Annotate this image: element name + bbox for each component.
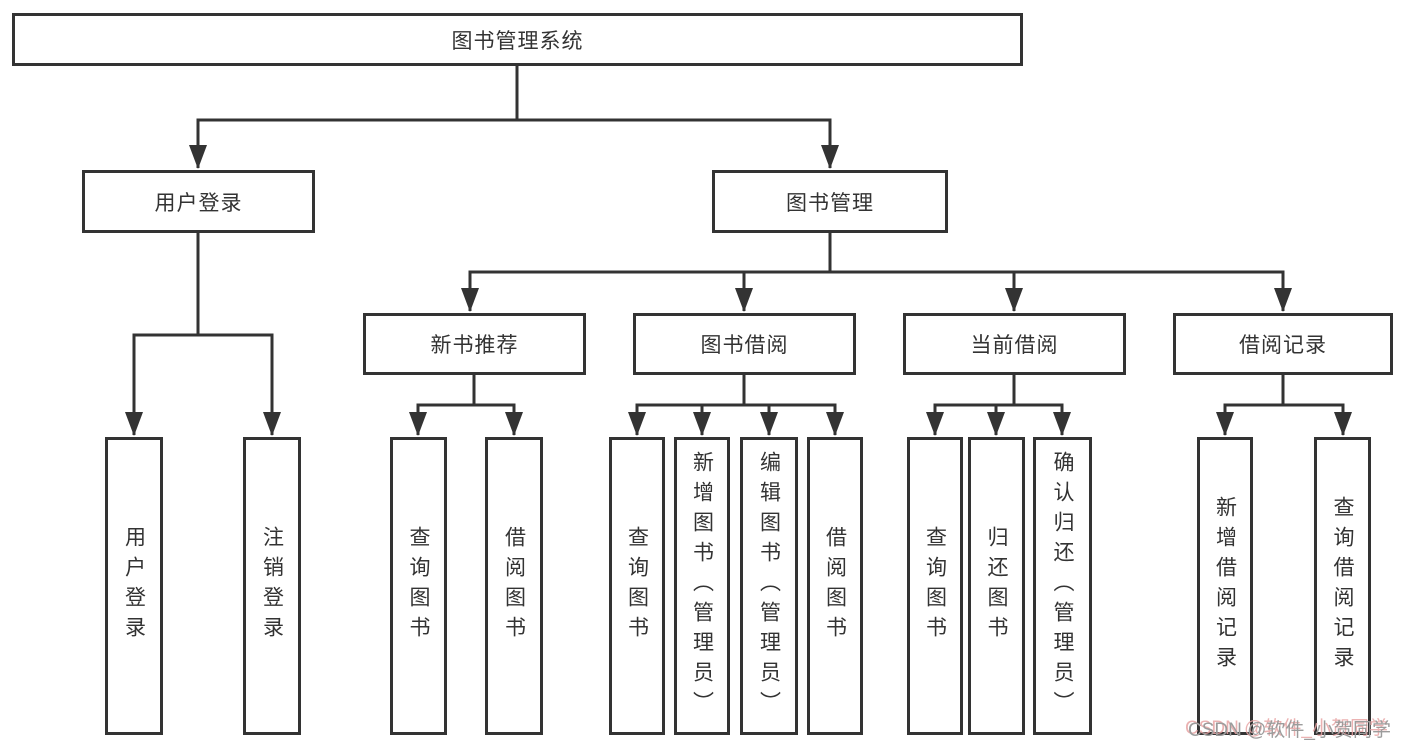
leaf-edit-books-admin: 编辑图书（管理员） <box>740 437 798 735</box>
leaf-add-books-admin: 新增图书（管理员） <box>674 437 730 735</box>
leaf-user-login: 用户登录 <box>105 437 163 735</box>
node-current-borrowing: 当前借阅 <box>903 313 1126 375</box>
leaf-borrow-books-borrowing: 借阅图书 <box>807 437 863 735</box>
node-book-borrowing: 图书借阅 <box>633 313 856 375</box>
node-book-management: 图书管理 <box>712 170 948 233</box>
node-borrowing-records: 借阅记录 <box>1173 313 1393 375</box>
node-user-login: 用户登录 <box>82 170 315 233</box>
csdn-watermark: CSDN @软件_小贺同学 <box>1188 720 1391 741</box>
leaf-add-borrowing-record: 新增借阅记录 <box>1197 437 1253 735</box>
leaf-query-books-current: 查询图书 <box>907 437 963 735</box>
leaf-query-books-borrowing: 查询图书 <box>609 437 665 735</box>
node-library-management-system: 图书管理系统 <box>12 13 1023 66</box>
connector-arrows <box>125 120 1352 436</box>
leaf-logout: 注销登录 <box>243 437 301 735</box>
leaf-borrow-books-recommend: 借阅图书 <box>485 437 543 735</box>
node-new-book-recommendation: 新书推荐 <box>363 313 586 375</box>
leaf-query-borrowing-record: 查询借阅记录 <box>1314 437 1371 735</box>
leaf-return-books: 归还图书 <box>968 437 1025 735</box>
leaf-confirm-return-admin: 确认归还（管理员） <box>1033 437 1092 735</box>
leaf-query-books-recommend: 查询图书 <box>390 437 447 735</box>
